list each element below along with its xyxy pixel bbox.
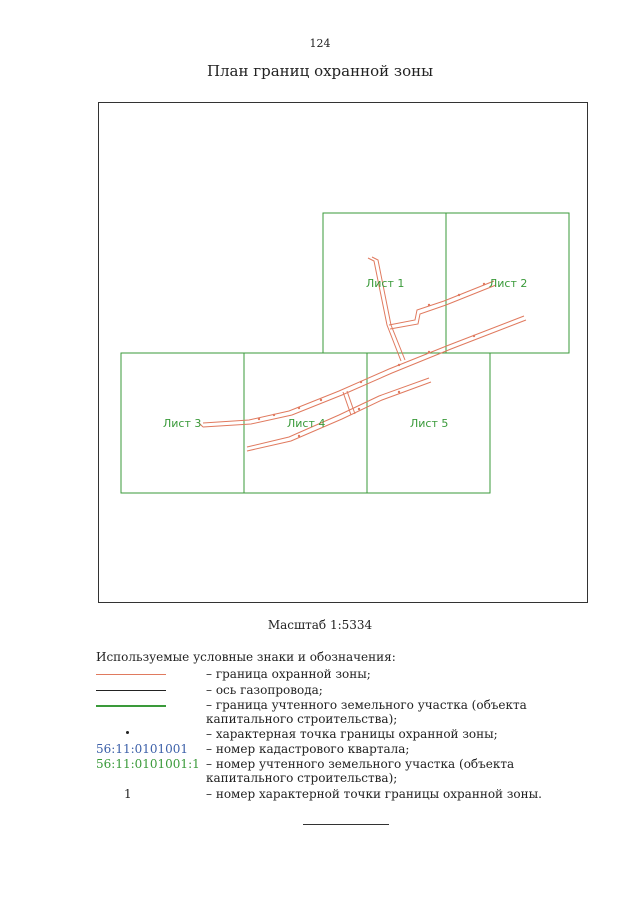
page-title: План границ охранной зоны: [206, 62, 434, 80]
footer-divider: [303, 824, 389, 825]
legend-title: Используемые условные знаки и обозначени…: [96, 650, 396, 664]
scale-label: Масштаб 1:5334: [267, 618, 373, 632]
cadastral-quarter-code: 56:11:0101001: [96, 742, 189, 756]
dot-symbol: [126, 731, 129, 734]
black-line-symbol: [96, 690, 166, 691]
legend-text: – номер характерной точки границы охранн…: [206, 787, 542, 801]
map-frame: Лист 1 Лист 2 Лист 3 Лист 4 Лист 5: [98, 102, 588, 603]
sheet-label-4: Лист 4: [287, 417, 325, 430]
zone-boundary: [198, 256, 527, 452]
sheet-label-2: Лист 2: [489, 277, 527, 290]
orange-line-symbol: [96, 674, 166, 675]
green-line-symbol: [96, 705, 166, 707]
sheet-label-1: Лист 1: [366, 277, 404, 290]
page-number: 124: [309, 37, 331, 50]
legend-text: – характерная точка границы охранной зон…: [206, 727, 498, 741]
legend-text: – номер кадастрового квартала;: [206, 742, 410, 756]
zone-points: [257, 282, 486, 438]
map-drawing: Лист 1 Лист 2 Лист 3 Лист 4 Лист 5: [120, 212, 570, 494]
sheet-label-3: Лист 3: [163, 417, 201, 430]
sheet-label-5: Лист 5: [410, 417, 448, 430]
legend-text: – номер учтенного земельного участка (об…: [206, 757, 515, 785]
legend-text: – ось газопровода;: [206, 683, 323, 697]
legend-text: – граница учтенного земельного участка (…: [206, 698, 527, 726]
sheet-2-frame: [445, 212, 570, 354]
parcel-number-code: 56:11:0101001:1: [96, 757, 200, 771]
legend-text: – граница охранной зоны;: [206, 667, 371, 681]
point-number-code: 1: [124, 787, 132, 801]
